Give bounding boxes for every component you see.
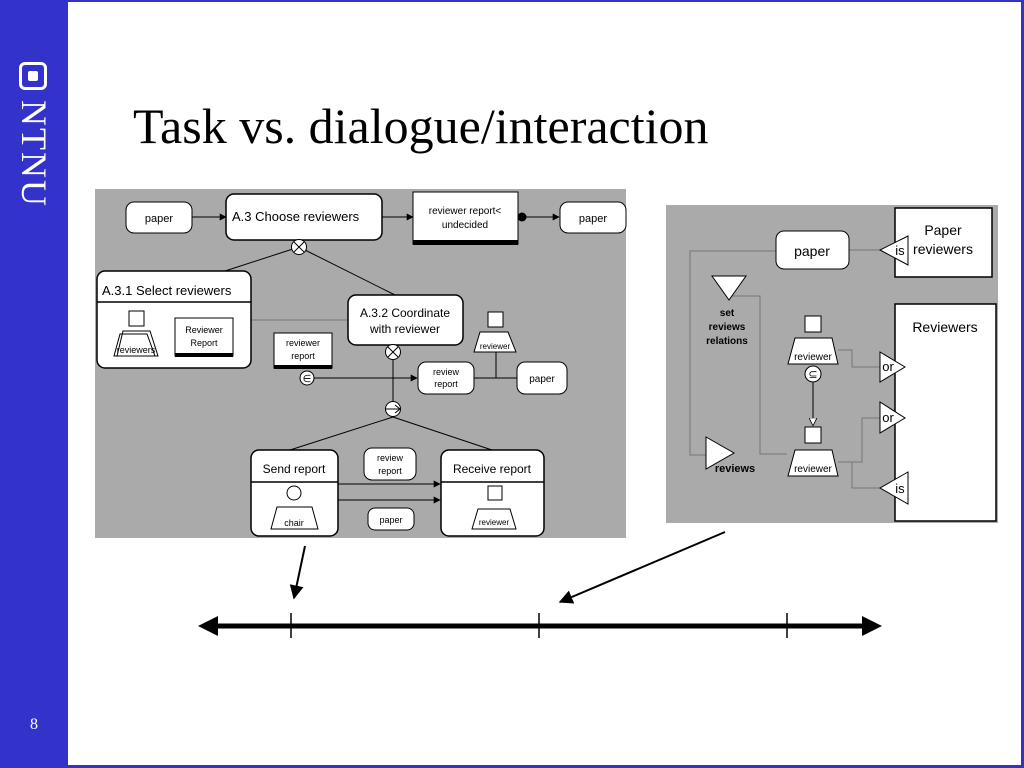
parallel-operator-icon: [385, 401, 401, 417]
reviewer-bottom-actor: reviewer: [787, 426, 839, 477]
is-gate-top-icon: is: [878, 235, 909, 266]
ntnu-logo-icon: [19, 62, 47, 90]
or-1-label: or: [882, 359, 894, 374]
reviewer-report-line1: Reviewer: [185, 325, 223, 335]
coordinate-label-line1: A.3.2 Coordinate: [360, 306, 450, 320]
or-gate-1-icon: or: [879, 351, 906, 383]
task-select-reviewers: A.3.1 Select reviewers reviewers Reviewe…: [96, 270, 252, 369]
mid-paper-state: paper: [367, 507, 415, 531]
reviewer-report-line2: Report: [190, 338, 218, 348]
pointer-dialogue-arrow: [558, 531, 726, 604]
or-gate-2-icon: or: [879, 401, 906, 434]
reviewer-top-label: reviewer: [794, 352, 832, 363]
chair-circle-icon: [286, 485, 302, 501]
paper-reviewers-line2: reviewers: [913, 241, 973, 257]
mid-review-line1: review: [377, 453, 404, 463]
select-reviewers-role-label: reviewers: [117, 345, 156, 355]
task-receive-report: Receive report reviewer: [440, 449, 545, 537]
set-reviews-action: set reviews relations: [706, 275, 748, 347]
coordinate-label-line2: with reviewer: [369, 322, 440, 336]
sidebar: NTNU 8: [0, 0, 68, 768]
mid-review-report-state: review report: [363, 447, 417, 481]
reviewer-report-box: reviewer report: [273, 332, 333, 369]
task-send-report: Send report chair: [250, 449, 339, 537]
scale-left-arrow-icon: [198, 616, 218, 636]
page-title: Task vs. dialogue/interaction: [133, 98, 709, 154]
sequence-operator-icon: [291, 239, 307, 255]
review-report-line2: report: [434, 379, 458, 389]
pointer-task-arrow: [289, 545, 306, 600]
receive-reviewer-square-icon: [487, 485, 503, 501]
is-top-label: is: [895, 243, 905, 258]
subset-icon: ⊆: [804, 365, 822, 383]
choose-reviewers-label: A.3 Choose reviewers: [232, 209, 360, 224]
review-report-line1: review: [433, 367, 460, 377]
receive-reviewer-label: reviewer: [479, 518, 510, 527]
set-line2: reviews: [709, 322, 746, 333]
paper-input-state: paper: [125, 201, 193, 234]
subset-symbol: ⊆: [808, 369, 817, 381]
sequence-operator-2-icon: [385, 344, 401, 360]
task-model-panel: paper A.3 Choose reviewers reviewer repo…: [95, 189, 627, 538]
set-line1: set: [720, 308, 735, 319]
is-bottom-label: is: [895, 481, 905, 496]
page-number: 8: [30, 716, 38, 733]
paper-output-state: paper: [559, 201, 627, 234]
reviewer-report-undecided-box: reviewer report< undecided: [412, 191, 519, 245]
paper-right-state: paper: [516, 361, 568, 395]
element-of-symbol: ∈: [303, 374, 312, 385]
receive-report-label: Receive report: [453, 462, 532, 476]
dialogue-paper-state: paper: [775, 230, 850, 270]
undecided-label-line1: reviewer report<: [429, 206, 502, 217]
undecided-label-line2: undecided: [442, 220, 488, 231]
rr-box-line2: report: [291, 351, 315, 361]
set-line3: relations: [706, 336, 748, 347]
frame-top: [68, 0, 1024, 2]
reviews-label: reviews: [715, 463, 755, 475]
reviewers-box-label: Reviewers: [912, 319, 977, 335]
or-2-label: or: [882, 410, 894, 425]
reviewer-square-icon: [128, 310, 145, 327]
paper-reviewers-line1: Paper: [924, 222, 962, 238]
rr-box-line1: reviewer: [286, 338, 320, 348]
chair-label: chair: [284, 518, 304, 528]
frame-bottom: [68, 765, 1024, 768]
element-of-icon: ∈: [299, 370, 315, 386]
reviewer-bottom-label: reviewer: [794, 464, 832, 475]
review-report-state: review report: [417, 361, 475, 395]
paper-reviewers-box: Paper reviewers: [894, 207, 993, 278]
task-choose-reviewers: A.3 Choose reviewers: [225, 193, 383, 241]
coordinate-reviewer-actor: reviewer: [473, 311, 517, 353]
paper-right-label: paper: [529, 374, 555, 385]
dialogue-paper-label: paper: [794, 243, 830, 259]
is-gate-bottom-icon: is: [878, 471, 909, 505]
mid-review-line2: report: [378, 466, 402, 476]
scale-right-arrow-icon: [862, 616, 882, 636]
send-report-label: Send report: [263, 462, 326, 476]
task-coordinate-reviewer: A.3.2 Coordinate with reviewer: [347, 294, 464, 346]
reviews-action: reviews: [705, 436, 755, 475]
reviewers-box: Reviewers: [894, 303, 997, 522]
coord-reviewer-label: reviewer: [480, 342, 511, 351]
dialogue-model-panel: paper Paper reviewers is Reviewers set r…: [666, 205, 998, 523]
paper-output-label: paper: [579, 213, 607, 225]
mid-paper-label: paper: [379, 515, 402, 525]
frame-right: [1021, 0, 1024, 768]
task-dialogue-scale: [198, 531, 882, 638]
select-reviewers-label: A.3.1 Select reviewers: [102, 283, 232, 298]
paper-input-label: paper: [145, 213, 173, 225]
reviewer-top-actor: reviewer: [787, 315, 839, 365]
